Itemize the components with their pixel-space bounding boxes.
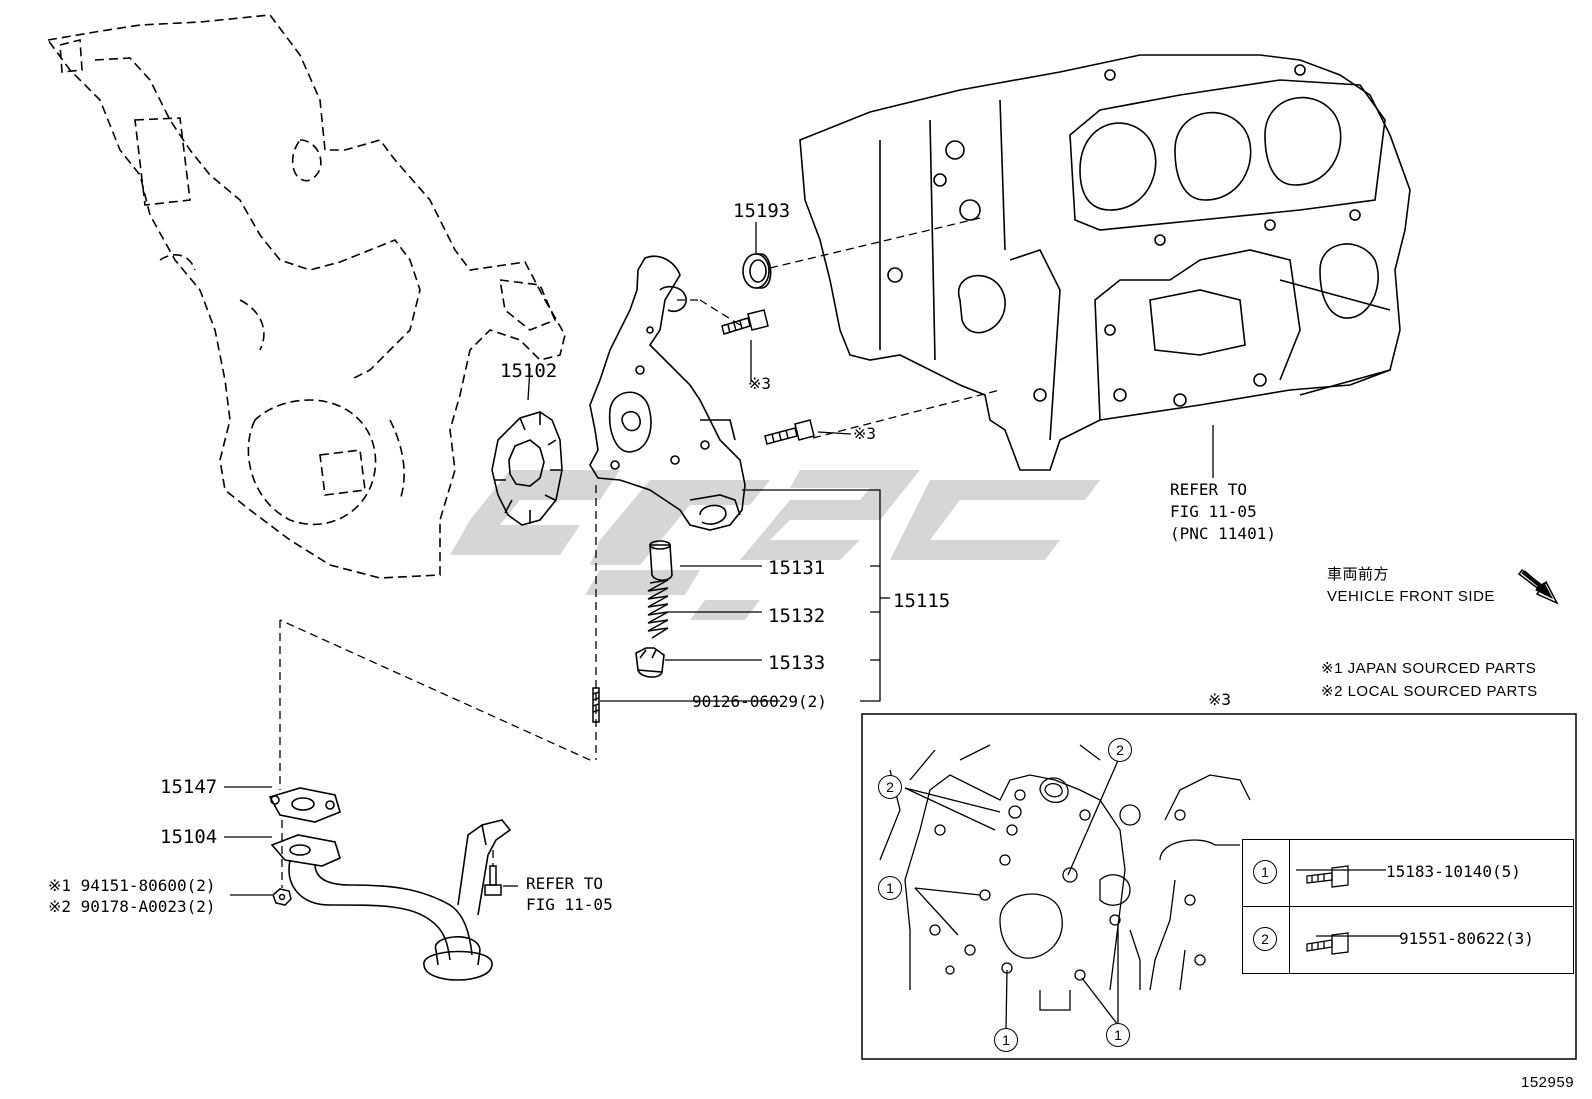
callout-1: 1 [1106,1023,1130,1047]
table-bolt-1 [1306,865,1349,888]
table-part-2: 91551-80622(3) [1399,929,1534,948]
label-nut-1: ※1 94151-80600(2) [48,876,216,895]
label-15193: 15193 [733,200,791,222]
oil-pump-body [589,255,746,531]
nut [272,888,292,906]
label-15132: 15132 [768,605,826,627]
table-part-1: 15183-10140(5) [1386,862,1521,881]
relief-spring [647,579,669,639]
strainer-ref-line2: FIG 11-05 [526,895,613,914]
table-row: 1 15183-10140(5) [1243,840,1573,907]
label-15102: 15102 [500,360,558,382]
label-15131: 15131 [768,557,826,579]
label-nut-2: ※2 90178-A0023(2) [48,897,216,916]
detail-mark: ※3 [1208,690,1232,709]
table-bolt-2 [1306,932,1349,955]
diagram-id: 152959 [1521,1074,1575,1091]
leader-lines [224,222,1400,937]
oil-seal [742,253,772,289]
callout-1: 1 [994,1028,1018,1052]
detail-callout-lines [904,755,1121,1031]
cylinder-block [799,54,1411,471]
direction-arrow-icon [1517,568,1559,605]
strainer-ref-line1: REFER TO [526,874,604,893]
strainer-bolt [484,865,502,896]
label-15133: 15133 [768,652,826,674]
watermark-logo [450,470,1100,620]
table-key-2: 2 [1253,927,1277,951]
strainer-gasket [268,787,341,823]
table-key-1: 1 [1253,860,1277,884]
callout-2: 2 [878,775,902,799]
bolt-table: 1 15183-10140(5) 2 91551-80622(3) [1242,839,1574,974]
block-ref-line2: FIG 11-05 [1170,502,1257,521]
pump-rotor [491,411,563,526]
timing-cover-outline [46,14,566,579]
label-stud: 90126-06029(2) [692,692,827,711]
callout-2: 2 [1108,738,1132,762]
table-row: 2 91551-80622(3) [1243,907,1573,973]
dashed-leader-lines [279,217,1001,888]
direction-jp: 車両前方 [1327,566,1390,583]
legend-line1: ※1 JAPAN SOURCED PARTS [1321,660,1537,677]
detail-inset [861,713,1577,1060]
bolt-mark-a: ※3 [748,374,772,393]
label-15147: 15147 [160,776,218,798]
block-ref-line1: REFER TO [1170,480,1248,499]
oil-strainer [270,819,512,981]
block-ref-line3: (PNC 11401) [1170,524,1276,543]
label-15115: 15115 [893,590,951,612]
callout-1: 1 [878,876,902,900]
detail-block-drawing [879,744,1251,1011]
label-15104: 15104 [160,826,218,848]
direction-en: VEHICLE FRONT SIDE [1327,588,1495,605]
bolt-lower [764,419,815,445]
relief-plug [635,647,665,678]
legend-line2: ※2 LOCAL SOURCED PARTS [1321,683,1538,700]
bolt-mark-b: ※3 [853,424,877,443]
bolt-upper [721,309,769,335]
